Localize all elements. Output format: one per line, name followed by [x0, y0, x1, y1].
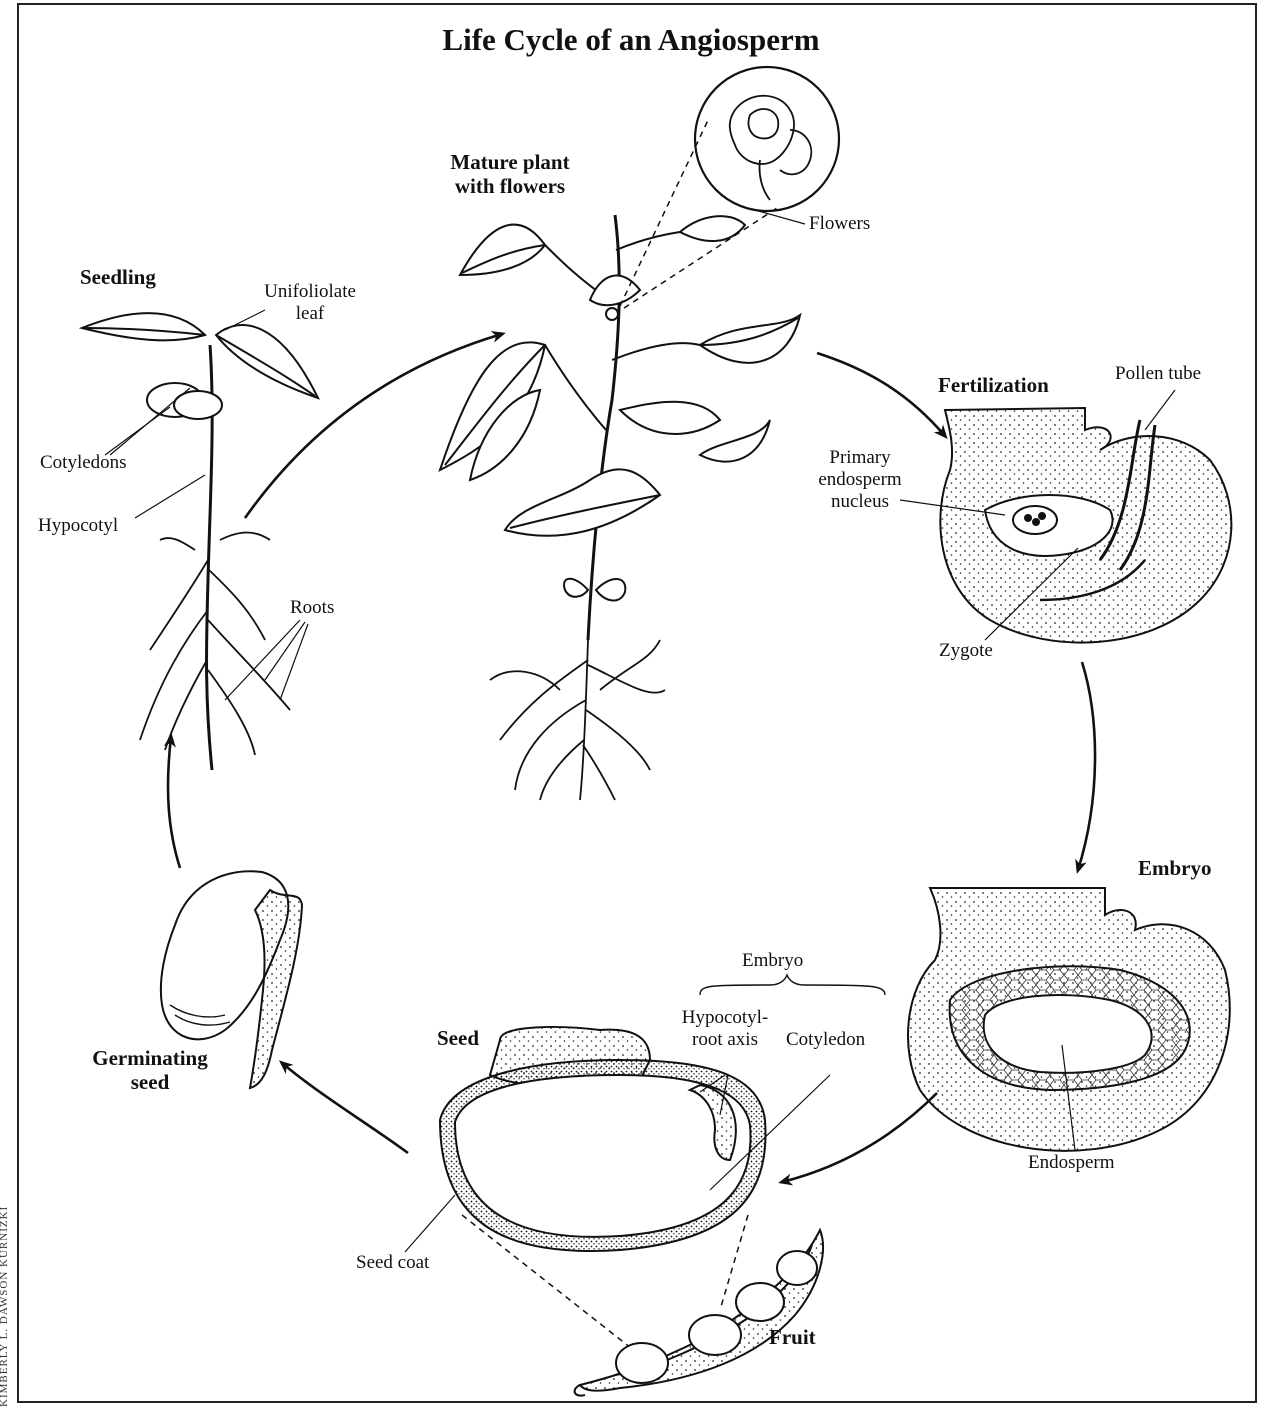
stage-label-seedling: Seedling [80, 265, 156, 289]
stage-label-mature-plant: Mature plant with flowers [430, 150, 590, 198]
roots [490, 640, 665, 800]
fertilization-illustration [900, 390, 1231, 643]
arrow-icon [282, 1063, 408, 1153]
label-cotyledons: Cotyledons [40, 452, 127, 474]
stage-label-embryo: Embryo [1138, 856, 1212, 880]
arrow-icon [782, 1093, 937, 1182]
fruit-illustration [575, 1230, 823, 1396]
label-zygote: Zygote [939, 640, 993, 662]
roots [140, 533, 290, 756]
label-cotyledon: Cotyledon [786, 1029, 865, 1051]
seedling-illustration [82, 310, 318, 770]
leaf [590, 276, 640, 306]
embryo-illustration [908, 888, 1230, 1151]
stage-label-fruit: Fruit [769, 1325, 816, 1349]
page-title: Life Cycle of an Angiosperm [0, 22, 1262, 58]
cotyledon [564, 579, 588, 597]
arrow-icon [817, 353, 945, 436]
label-unifoliolate-leaf: Unifoliolate leaf [255, 281, 365, 325]
cotyledon [596, 579, 625, 600]
label-pollen-tube: Pollen tube [1115, 363, 1201, 385]
label-seed-coat: Seed coat [356, 1252, 429, 1274]
leaf [505, 469, 660, 535]
artist-credit-text: KIMBERLY L. DAWSON KURNIZKI [0, 1206, 10, 1407]
leaf [680, 216, 745, 241]
stage-label-fertilization: Fertilization [938, 373, 1049, 397]
label-endosperm: Endosperm [1028, 1152, 1115, 1174]
arrow-icon [1078, 662, 1095, 870]
artist-credit: KIMBERLY L. DAWSON KURNIZKI [0, 1185, 12, 1407]
label-hypocotyl-root-axis: Hypocotyl- root axis [660, 1007, 790, 1051]
label-flowers: Flowers [809, 213, 870, 235]
arrow-icon [168, 737, 180, 868]
stage-label-seed: Seed [437, 1026, 479, 1050]
label-hypocotyl: Hypocotyl [38, 515, 118, 537]
stage-label-germinating-seed: Germinating seed [70, 1046, 230, 1094]
label-roots: Roots [290, 597, 334, 619]
label-primary-endosperm-nucleus: Primary endosperm nucleus [800, 447, 920, 513]
leaf [82, 313, 205, 340]
label-embryo-bracket: Embryo [742, 950, 803, 972]
leaf [620, 402, 720, 434]
